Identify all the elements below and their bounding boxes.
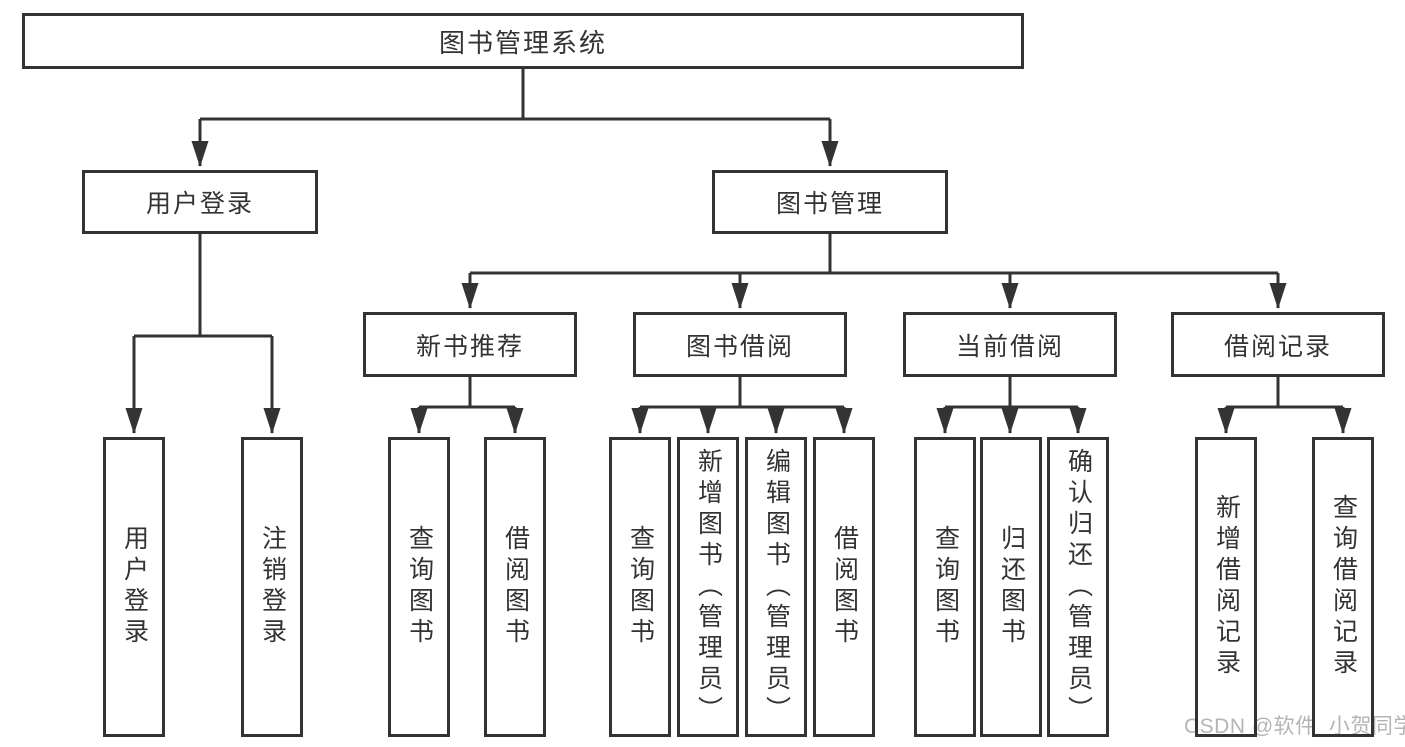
node-new-book-recommend: 新书推荐 bbox=[363, 312, 577, 377]
node-new-book-recommend-label: 新书推荐 bbox=[415, 332, 524, 361]
leaf-user-login: 用户登录 bbox=[103, 437, 165, 737]
leaf-add-book-admin: 新增图书（管理员） bbox=[677, 437, 739, 737]
node-borrow-records-label: 借阅记录 bbox=[1223, 332, 1332, 361]
node-book-borrow: 图书借阅 bbox=[633, 312, 847, 377]
leaf-add-borrow-record-label: 新增借阅记录 bbox=[1212, 494, 1241, 680]
leaf-borrow-books-2: 借阅图书 bbox=[813, 437, 875, 737]
leaf-query-books-3: 查询图书 bbox=[914, 437, 976, 737]
node-borrow-records: 借阅记录 bbox=[1171, 312, 1385, 377]
leaf-logout: 注销登录 bbox=[241, 437, 303, 737]
leaf-user-login-label: 用户登录 bbox=[120, 525, 149, 649]
node-root-label: 图书管理系统 bbox=[438, 27, 607, 58]
leaf-query-borrow-record-label: 查询借阅记录 bbox=[1329, 494, 1358, 680]
leaf-borrow-books-1-label: 借阅图书 bbox=[501, 525, 530, 649]
node-current-borrow-label: 当前借阅 bbox=[955, 332, 1064, 361]
leaf-query-books-2-label: 查询图书 bbox=[626, 525, 655, 649]
leaf-return-book: 归还图书 bbox=[980, 437, 1042, 737]
leaf-confirm-return-admin: 确认归还（管理员） bbox=[1047, 437, 1109, 737]
leaf-borrow-books-2-label: 借阅图书 bbox=[830, 525, 859, 649]
node-user-login-label: 用户登录 bbox=[145, 190, 254, 218]
node-current-borrow: 当前借阅 bbox=[903, 312, 1117, 377]
leaf-edit-book-admin: 编辑图书（管理员） bbox=[745, 437, 807, 737]
node-book-management-label: 图书管理 bbox=[775, 190, 884, 218]
leaf-confirm-return-admin-label: 确认归还（管理员） bbox=[1064, 447, 1093, 727]
leaf-logout-label: 注销登录 bbox=[258, 525, 287, 649]
leaf-return-book-label: 归还图书 bbox=[997, 525, 1026, 649]
node-book-management: 图书管理 bbox=[712, 170, 948, 234]
node-root: 图书管理系统 bbox=[22, 13, 1024, 69]
leaf-query-books-1: 查询图书 bbox=[388, 437, 450, 737]
leaf-query-books-2: 查询图书 bbox=[609, 437, 671, 737]
leaf-add-book-admin-label: 新增图书（管理员） bbox=[694, 447, 723, 727]
leaf-add-borrow-record: 新增借阅记录 bbox=[1195, 437, 1257, 737]
node-book-borrow-label: 图书借阅 bbox=[685, 332, 794, 361]
node-user-login: 用户登录 bbox=[82, 170, 318, 234]
leaf-query-borrow-record: 查询借阅记录 bbox=[1312, 437, 1374, 737]
leaf-borrow-books-1: 借阅图书 bbox=[484, 437, 546, 737]
leaf-query-books-3-label: 查询图书 bbox=[931, 525, 960, 649]
csdn-watermark: CSDN @软件_小贺同学 bbox=[1184, 715, 1405, 738]
leaf-edit-book-admin-label: 编辑图书（管理员） bbox=[762, 447, 791, 727]
leaf-query-books-1-label: 查询图书 bbox=[405, 525, 434, 649]
